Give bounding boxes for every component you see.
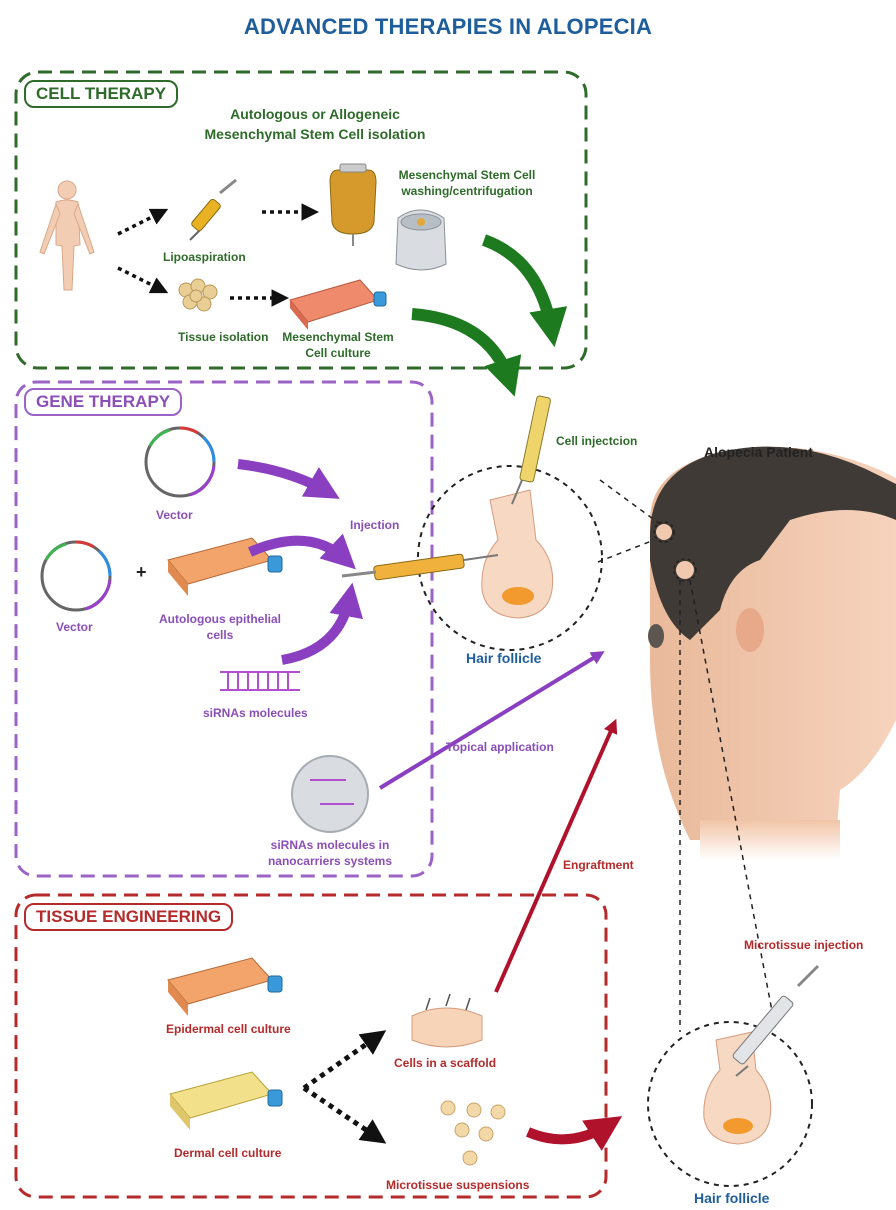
hair-follicle-icon — [482, 490, 553, 618]
injection-label: Injection — [350, 518, 399, 532]
washing-label-2: washing/centrifugation — [372, 184, 562, 198]
msc-culture-label-2: Cell culture — [268, 346, 408, 360]
epithelial-label-2: cells — [150, 628, 290, 642]
sirna-label: siRNAs molecules — [203, 706, 308, 720]
human-figure-icon — [40, 181, 94, 290]
fat-cells-icon — [179, 279, 217, 311]
tissue-engineering-heading: TISSUE ENGINEERING — [24, 903, 233, 931]
scaffold-icon — [412, 994, 482, 1047]
syringe-icon — [512, 396, 551, 504]
patient-head-icon — [648, 447, 896, 860]
nanocarrier-icon — [292, 756, 368, 832]
cell-injection-label: Cell injectcion — [556, 434, 637, 448]
vector-top-label: Vector — [156, 508, 193, 522]
cell-therapy-subtitle-2: Mesenchymal Stem Cell isolation — [170, 126, 460, 142]
tissue-isolation-label: Tissue isolation — [178, 330, 268, 344]
syringe-icon — [732, 966, 818, 1076]
hair-follicle-icon — [704, 1032, 771, 1144]
syringe-icon — [190, 180, 236, 240]
microtissue-icon — [441, 1101, 505, 1165]
plus-sign: + — [136, 562, 147, 583]
cell-therapy-heading: CELL THERAPY — [24, 80, 178, 108]
epithelial-label-1: Autologous epithelial — [150, 612, 290, 626]
microtissue-label: Microtissue suspensions — [386, 1178, 529, 1192]
sirna-icon — [220, 672, 300, 690]
page-title: ADVANCED THERAPIES IN ALOPECIA — [0, 14, 896, 40]
vector-left-label: Vector — [56, 620, 93, 634]
hair-follicle-bottom-label: Hair follicle — [694, 1190, 769, 1206]
culture-flask-icon — [290, 280, 386, 330]
dermal-label: Dermal cell culture — [174, 1146, 281, 1160]
iv-bag-icon — [330, 164, 376, 246]
scaffold-label: Cells in a scaffold — [394, 1056, 496, 1070]
nano-label-2: nanocarriers systems — [252, 854, 408, 868]
microtissue-injection-label: Microtissue injection — [744, 938, 863, 952]
washing-label-1: Mesenchymal Stem Cell — [372, 168, 562, 182]
gene-therapy-heading: GENE THERAPY — [24, 388, 182, 416]
lipoaspiration-label: Lipoaspiration — [163, 250, 246, 264]
nano-label-1: siRNAs molecules in — [252, 838, 408, 852]
msc-culture-label-1: Mesenchymal Stem — [268, 330, 408, 344]
topical-label: Topical application — [446, 740, 554, 754]
centrifuge-icon — [396, 210, 446, 270]
engraftment-label: Engraftment — [563, 858, 634, 872]
epidermal-label: Epidermal cell culture — [166, 1022, 291, 1036]
hair-follicle-top-label: Hair follicle — [466, 650, 541, 666]
cell-therapy-subtitle-1: Autologous or Allogeneic — [190, 106, 440, 122]
plasmid-vector-icon — [42, 542, 110, 610]
culture-flask-icon — [170, 1072, 282, 1130]
alopecia-patient-label: Alopecia Patient — [704, 444, 813, 460]
plasmid-vector-icon — [146, 428, 214, 496]
culture-flask-icon — [168, 958, 282, 1016]
